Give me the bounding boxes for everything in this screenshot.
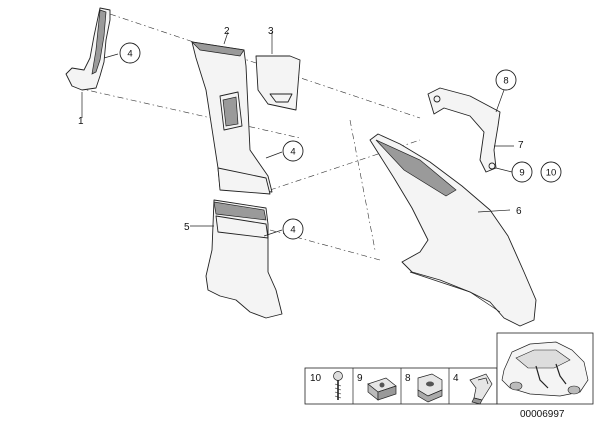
nut-icon xyxy=(417,373,443,403)
drawing-number: 00006997 xyxy=(520,409,565,420)
callout-4-lower: 4 xyxy=(282,218,304,240)
svg-text:8: 8 xyxy=(503,76,508,87)
legend-cell-10: 10 xyxy=(310,371,343,400)
svg-text:10: 10 xyxy=(546,168,557,179)
callout-9: 9 xyxy=(511,161,533,183)
svg-text:4: 4 xyxy=(127,49,132,60)
legend-cell-9: 9 xyxy=(357,373,397,401)
svg-text:10: 10 xyxy=(310,373,322,384)
label-6: 6 xyxy=(516,206,522,217)
label-1: 1 xyxy=(78,116,84,127)
callout-4-mid: 4 xyxy=(282,140,304,162)
svg-text:4: 4 xyxy=(290,225,295,236)
leader-lines xyxy=(81,31,514,237)
b-pillar-lower-trim[interactable] xyxy=(205,199,283,319)
clip-icon xyxy=(469,373,493,405)
fastener-legend: 10 9 8 4 xyxy=(304,367,498,405)
b-pillar-upper-trim[interactable] xyxy=(190,41,273,195)
screw-icon xyxy=(333,371,343,400)
label-5: 5 xyxy=(184,222,190,233)
vehicle-locator xyxy=(496,332,594,405)
legend-cell-4: 4 xyxy=(453,373,493,405)
label-2: 2 xyxy=(224,26,230,37)
callout-4-top-left: 4 xyxy=(119,42,141,64)
legend-cell-8: 8 xyxy=(405,373,443,403)
part-labels: 1 2 3 5 6 7 xyxy=(78,26,524,233)
label-3: 3 xyxy=(268,26,274,37)
c-pillar-trim[interactable] xyxy=(369,133,537,327)
callout-10: 10 xyxy=(540,161,562,183)
svg-text:9: 9 xyxy=(519,168,524,179)
svg-text:4: 4 xyxy=(290,147,295,158)
cover-plate[interactable] xyxy=(255,55,301,111)
svg-text:8: 8 xyxy=(405,373,411,384)
clip-nut-icon xyxy=(367,377,397,401)
svg-text:4: 4 xyxy=(453,373,459,384)
grab-handle-bracket[interactable] xyxy=(427,87,501,173)
car-icon xyxy=(501,341,589,397)
label-7: 7 xyxy=(518,140,524,151)
a-pillar-trim[interactable] xyxy=(65,7,111,91)
svg-text:9: 9 xyxy=(357,373,363,384)
callout-8: 8 xyxy=(495,69,517,91)
